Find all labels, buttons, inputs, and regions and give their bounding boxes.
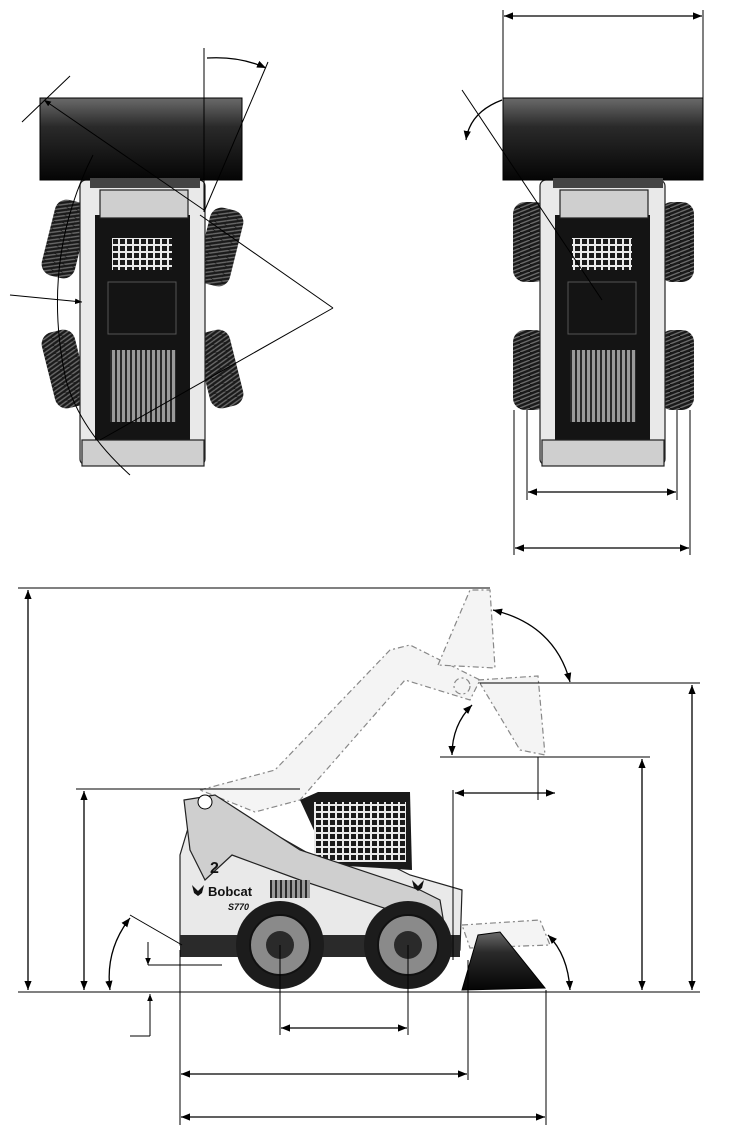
right-rear-tire (660, 330, 694, 410)
front-linkage (99, 189, 189, 219)
arm-pivot (197, 794, 213, 810)
angle-arc-top (206, 57, 267, 69)
bobcat-logo-icon-arm (412, 880, 424, 891)
rear-bumper (541, 439, 665, 467)
raised-lift-arm-ghost (198, 644, 481, 813)
clearance-pointer (9, 294, 83, 305)
bucket-hitch (553, 178, 663, 188)
departure-angle-ref (129, 914, 183, 946)
clearance-circle (56, 154, 131, 476)
top-view-straight (461, 10, 704, 555)
model-decal: S770 (228, 902, 249, 912)
left-front-tire (513, 202, 547, 282)
brand-logo-text: Bobcat (208, 884, 253, 899)
bucket (39, 97, 243, 181)
bobcat-logo-icon (192, 885, 204, 896)
angle-ref-line (461, 89, 603, 301)
rear-mesh (572, 238, 632, 270)
raised-bucket-dumped-ghost (437, 589, 496, 669)
side-view: Bobcat S770 2 (18, 587, 700, 1125)
right-front-tire (660, 202, 694, 282)
seat-area (107, 281, 177, 335)
leader-2 (99, 307, 334, 441)
turn-radius-line (43, 99, 205, 211)
pivot-ghost (453, 677, 471, 695)
bucket-hitch (90, 178, 200, 188)
engine-grille (110, 350, 176, 422)
angle-arc (463, 99, 503, 141)
raised-bucket-level-ghost (476, 675, 546, 756)
rear-mesh (112, 238, 172, 270)
leader-1 (199, 214, 334, 309)
right-front-tire (196, 207, 244, 287)
angle-dump-at-height (448, 704, 473, 756)
angle-departure (105, 917, 131, 991)
rear-bumper (81, 439, 205, 467)
turn-line-left (21, 75, 71, 123)
top-view-turning (9, 48, 334, 476)
engine-grille (570, 350, 636, 422)
angle-rollback (547, 934, 574, 991)
right-rear-tire (196, 329, 244, 409)
seat-area (567, 281, 637, 335)
left-rear-tire (513, 330, 547, 410)
angle-ref-slanted (203, 61, 269, 213)
cab-mesh (314, 802, 406, 862)
left-rear-tire (41, 329, 89, 409)
front-linkage (559, 189, 649, 219)
side-grille (270, 880, 310, 898)
bucket (502, 97, 704, 181)
bucket-lowered (461, 931, 547, 991)
left-front-tire (41, 199, 89, 279)
lift-arm-decal: 2 (210, 860, 219, 877)
angle-dump-max (492, 608, 572, 683)
